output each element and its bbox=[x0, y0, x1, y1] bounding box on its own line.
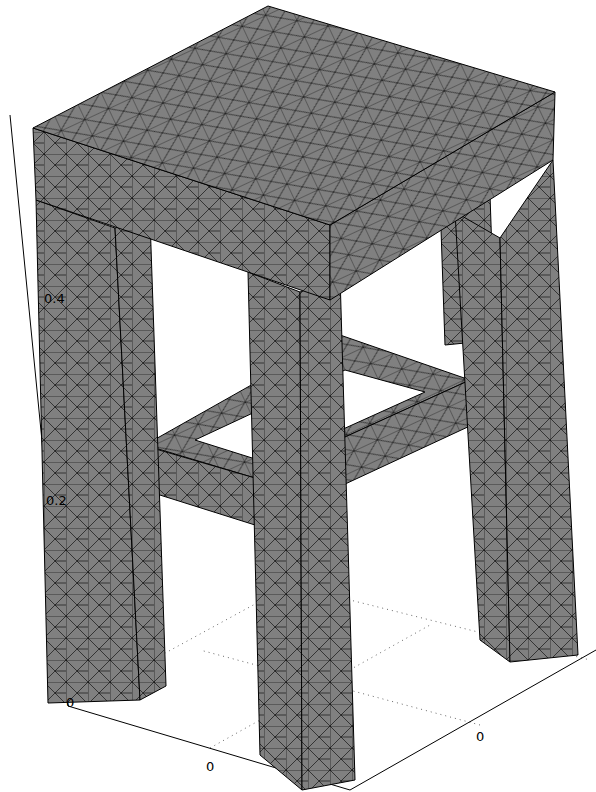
stool-mesh bbox=[33, 6, 578, 790]
axis-tick-label: 0.2 bbox=[46, 494, 67, 507]
axis-tick-label: 0 bbox=[206, 760, 214, 773]
axis-tick-label: 0.4 bbox=[44, 292, 65, 305]
axis-tick-label: 0 bbox=[66, 696, 74, 709]
axis-tick-label: 0 bbox=[476, 730, 484, 743]
